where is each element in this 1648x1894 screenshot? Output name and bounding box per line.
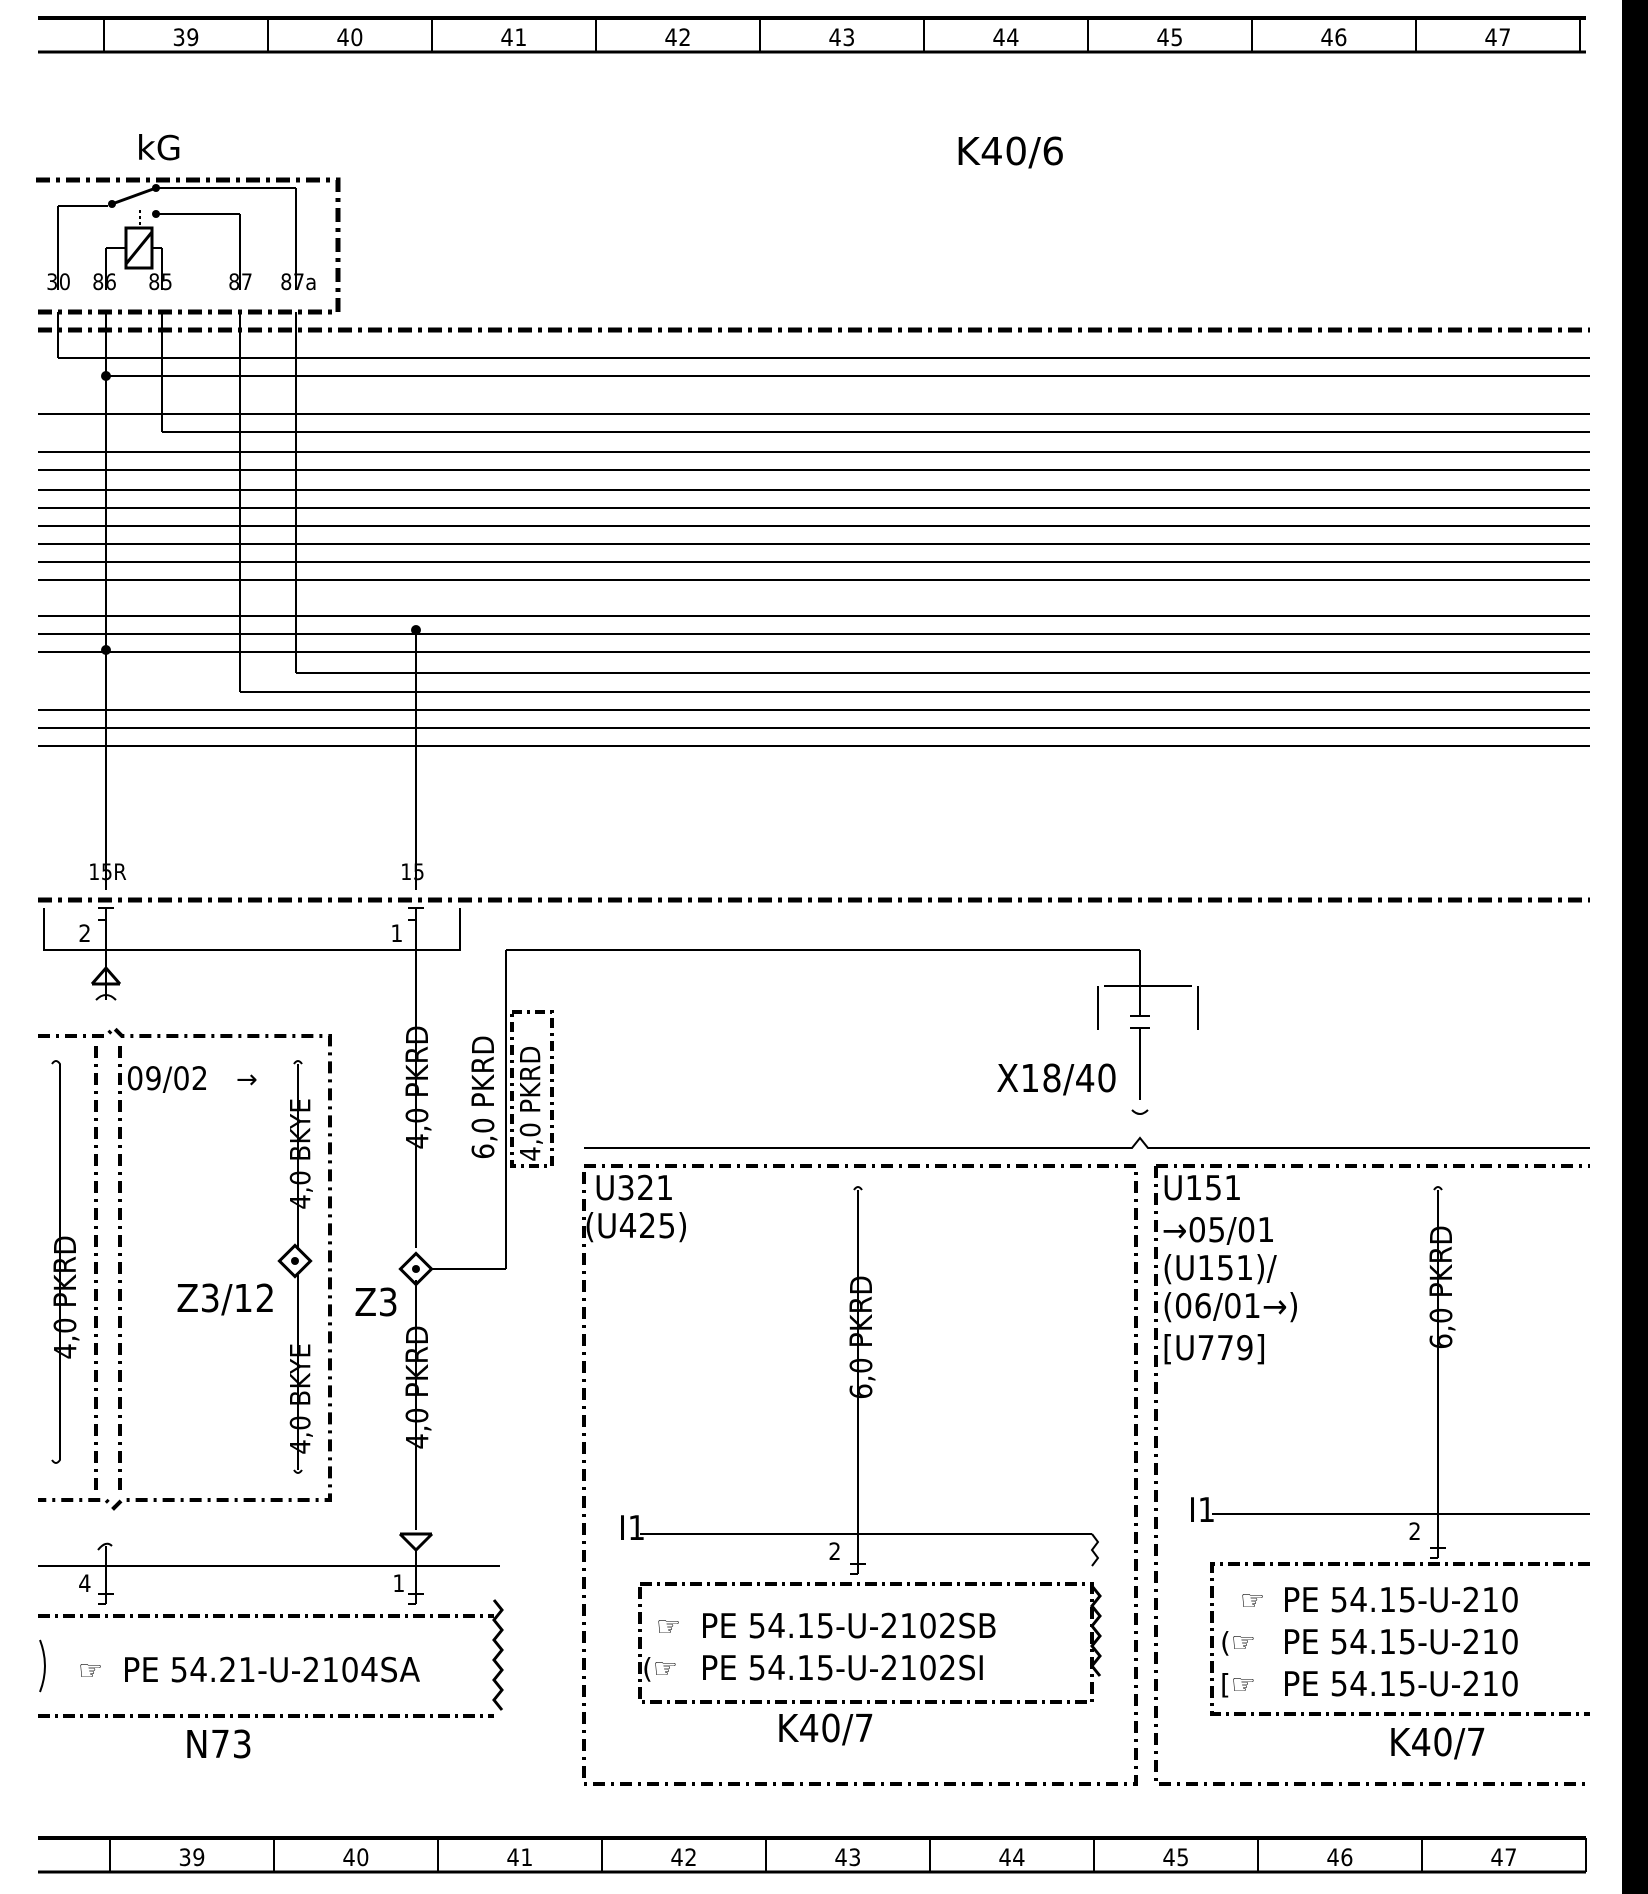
wire-label-u321-60-pkrd: 6,0 PKRD [845,1275,880,1400]
relay-kg: kG K40/6 30 86 85 87 87a [36,129,1065,315]
grid-col-45-bottom: 45 [1162,1844,1189,1872]
grid-col-42: 42 [664,24,691,52]
box-u779-label: [U779] [1162,1329,1267,1369]
connector-x18-40-label: X18/40 [996,1057,1118,1101]
grid-col-42-bottom: 42 [670,1844,697,1872]
grid-col-40-bottom: 40 [342,1844,369,1872]
pin-2-left: 2 [828,1538,842,1566]
wire-label-60-pkrd: 6,0 PKRD [467,1035,502,1160]
wire-label-center-pkrd-lower: 4,0 PKRD [401,1325,436,1450]
bus-lines [38,413,1590,890]
grid-col-41-bottom: 41 [506,1844,533,1872]
grid-col-44-bottom: 44 [998,1844,1025,1872]
splice-z3: Z3 [354,1281,399,1325]
splice-z3-12: Z3/12 [176,1277,276,1321]
pin-85: 85 [148,271,173,296]
grid-col-39: 39 [172,24,199,52]
wire-label-u151-60-pkrd: 6,0 PKRD [1425,1225,1460,1350]
wire-label-40-pkrd-boxed: 4,0 PKRD [514,1045,547,1162]
box-u151-label: U151 [1162,1169,1243,1209]
grid-col-39-bottom: 39 [178,1844,205,1872]
left-wire-box: 4,0 PKRD 09/02 → 4,0 BKYE Z3/12 4,0 BKYE [38,1025,332,1511]
ref-icon-right-2: (☞ [1220,1626,1256,1659]
bottom-grid-strip: 39 40 41 42 43 44 45 46 47 [38,1836,1587,1874]
box-u321-label: U321 [594,1169,675,1209]
wire-label-bkye-lower: 4,0 BKYE [284,1343,317,1455]
arrow-0902: → [236,1065,258,1095]
component-n73: 4 1 ☞ PE 54.21-U-2104SA N73 [38,1542,504,1767]
ref-icon-left-2: (☞ [642,1652,678,1685]
ref-icon-right-1: ☞ [1240,1584,1265,1617]
pin-1: 1 [390,920,404,948]
grid-col-40: 40 [336,24,363,52]
pin-87a: 87a [280,271,317,296]
i1-right: I1 [1188,1491,1216,1531]
ref-icon-n73: ☞ [78,1654,103,1687]
pin-2: 2 [78,920,92,948]
n73-label: N73 [184,1723,253,1767]
grid-col-43: 43 [828,24,855,52]
box-0501-label: →05/01 [1162,1211,1276,1251]
ref-icon-right-3: [☞ [1220,1668,1256,1701]
grid-col-44: 44 [992,24,1019,52]
pin-15r: 15R [88,861,127,886]
box-u151: U151 →05/01 (U151)/ (06/01→) [U779] 6,0 … [1154,1164,1590,1786]
grid-col-45: 45 [1156,24,1183,52]
wire-label-bkye-upper: 4,0 BKYE [284,1098,317,1210]
ref-k40-right-3: PE 54.15-U-210 [1282,1665,1520,1705]
grid-col-47: 47 [1484,24,1511,52]
splice-z3-wires: 4,0 PKRD Z3 6,0 PKRD 4,0 PKRD 4,0 PKRD [354,949,1141,1594]
wire-label-center-pkrd-upper: 4,0 PKRD [401,1025,436,1150]
pin-86: 86 [92,271,117,296]
box-0601-label: (06/01→) [1162,1287,1300,1327]
grid-col-41: 41 [500,24,527,52]
box-u151b-label: (U151)/ [1162,1249,1278,1289]
pin-87: 87 [228,271,253,296]
ref-k40-left-1: PE 54.15-U-2102SB [700,1607,998,1647]
break-mark-left [1090,1533,1100,1567]
n73-pin-4: 4 [78,1570,92,1598]
right-margin-bar [1622,0,1648,1894]
connector-15r-15: 2 1 [43,907,461,1010]
pin-30: 30 [46,271,71,296]
n73-pin-1: 1 [392,1570,406,1598]
grid-col-47-bottom: 47 [1490,1844,1517,1872]
ref-icon-left-1: ☞ [656,1610,681,1643]
grid-col-43-bottom: 43 [834,1844,861,1872]
grid-col-46: 46 [1320,24,1347,52]
ref-k40-left-2: PE 54.15-U-2102SI [700,1649,986,1689]
k40-7-right: K40/7 [1388,1721,1487,1765]
date-label-0902: 09/02 [126,1060,209,1098]
grid-col-46-bottom: 46 [1326,1844,1353,1872]
top-grid-strip: 39 40 41 42 43 44 45 46 47 [38,16,1586,54]
box-u321: U321 (U425) 6,0 PKRD I1 2 ☞ PE 54.15-U-2… [582,1164,1138,1786]
wire-label-left-pkrd: 4,0 PKRD [49,1235,84,1360]
ref-k40-right-2: PE 54.15-U-210 [1282,1623,1520,1663]
relay-title-k40-6: K40/6 [955,130,1065,174]
pin-2-right: 2 [1408,1518,1422,1546]
ref-k40-right-1: PE 54.15-U-210 [1282,1581,1520,1621]
box-u425-label: (U425) [584,1207,689,1247]
connector-x18-40: X18/40 [584,985,1590,1149]
k40-7-left: K40/7 [776,1707,875,1751]
relay-pin-drops [57,312,1590,692]
ref-n73: PE 54.21-U-2104SA [122,1651,420,1691]
i1-left: I1 [618,1509,646,1549]
break-mark-k40-left [1090,1585,1102,1677]
pin-15: 15 [400,861,425,886]
relay-kg-label: kG [136,129,182,169]
